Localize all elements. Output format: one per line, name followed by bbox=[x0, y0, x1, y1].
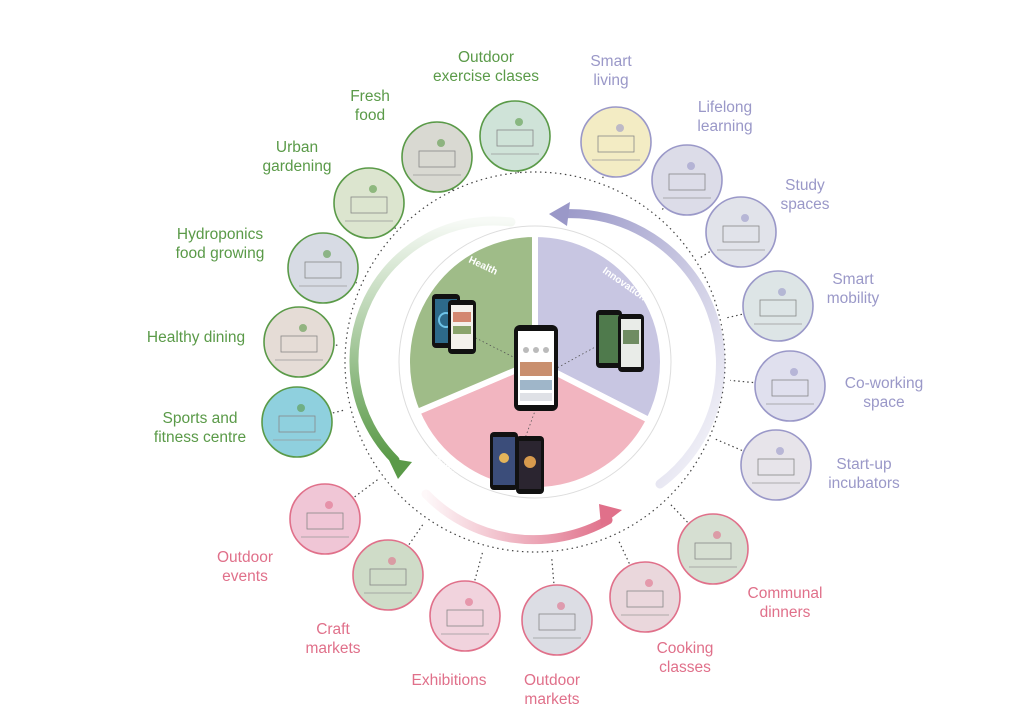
pic-communal-dinners bbox=[677, 513, 749, 585]
label-healthy-dining: Healthy dining bbox=[146, 329, 246, 346]
connector-line bbox=[354, 478, 379, 498]
pic-smart-mobility bbox=[742, 270, 814, 342]
health-arrow bbox=[349, 216, 516, 465]
label-exhibitions: Exhibitions bbox=[411, 672, 487, 689]
health-arrowhead bbox=[388, 458, 412, 479]
pic-smart-living bbox=[580, 106, 652, 178]
pic-lifelong-learning bbox=[651, 144, 723, 216]
connector-line bbox=[669, 503, 688, 523]
connector-line bbox=[617, 539, 630, 564]
pic-study-spaces bbox=[705, 196, 777, 268]
connector-line bbox=[408, 522, 425, 545]
phone-link-line bbox=[453, 326, 536, 369]
phone-innovation bbox=[596, 310, 644, 372]
phone-culture bbox=[490, 432, 544, 494]
pic-outdoor-exercise-clases bbox=[479, 100, 551, 172]
innovation-arrowhead bbox=[549, 202, 570, 226]
connector-line bbox=[332, 409, 346, 414]
inner-ring bbox=[398, 225, 672, 499]
pic-outdoor-events bbox=[289, 483, 361, 555]
pic-urban-gardening bbox=[333, 167, 405, 239]
pic-fresh-food bbox=[401, 121, 473, 193]
phone-center bbox=[514, 325, 558, 411]
connector-line bbox=[730, 379, 754, 384]
connector-line bbox=[725, 313, 743, 319]
phone-health bbox=[432, 294, 476, 354]
pic-craft-markets bbox=[352, 539, 424, 611]
connector-line bbox=[393, 225, 397, 230]
pictures bbox=[261, 100, 826, 656]
pic-hydroponics bbox=[287, 232, 359, 304]
pic-co-working bbox=[754, 350, 826, 422]
culture-arrowhead bbox=[599, 504, 622, 526]
connector-line bbox=[660, 208, 664, 212]
culture-arrow bbox=[421, 489, 613, 545]
pic-outdoor-markets bbox=[521, 584, 593, 656]
connector-line bbox=[714, 438, 743, 452]
phone-link-line bbox=[556, 339, 609, 369]
connector-line bbox=[700, 251, 711, 258]
connector-line bbox=[474, 550, 484, 581]
pic-exhibitions bbox=[429, 580, 501, 652]
pic-healthy-dining bbox=[263, 306, 335, 378]
innovation-arrow bbox=[555, 209, 725, 489]
pic-sports-fitness bbox=[261, 386, 333, 458]
pic-cooking-classes bbox=[609, 561, 681, 633]
pic-start-up bbox=[740, 429, 812, 501]
connector-line bbox=[551, 557, 555, 584]
